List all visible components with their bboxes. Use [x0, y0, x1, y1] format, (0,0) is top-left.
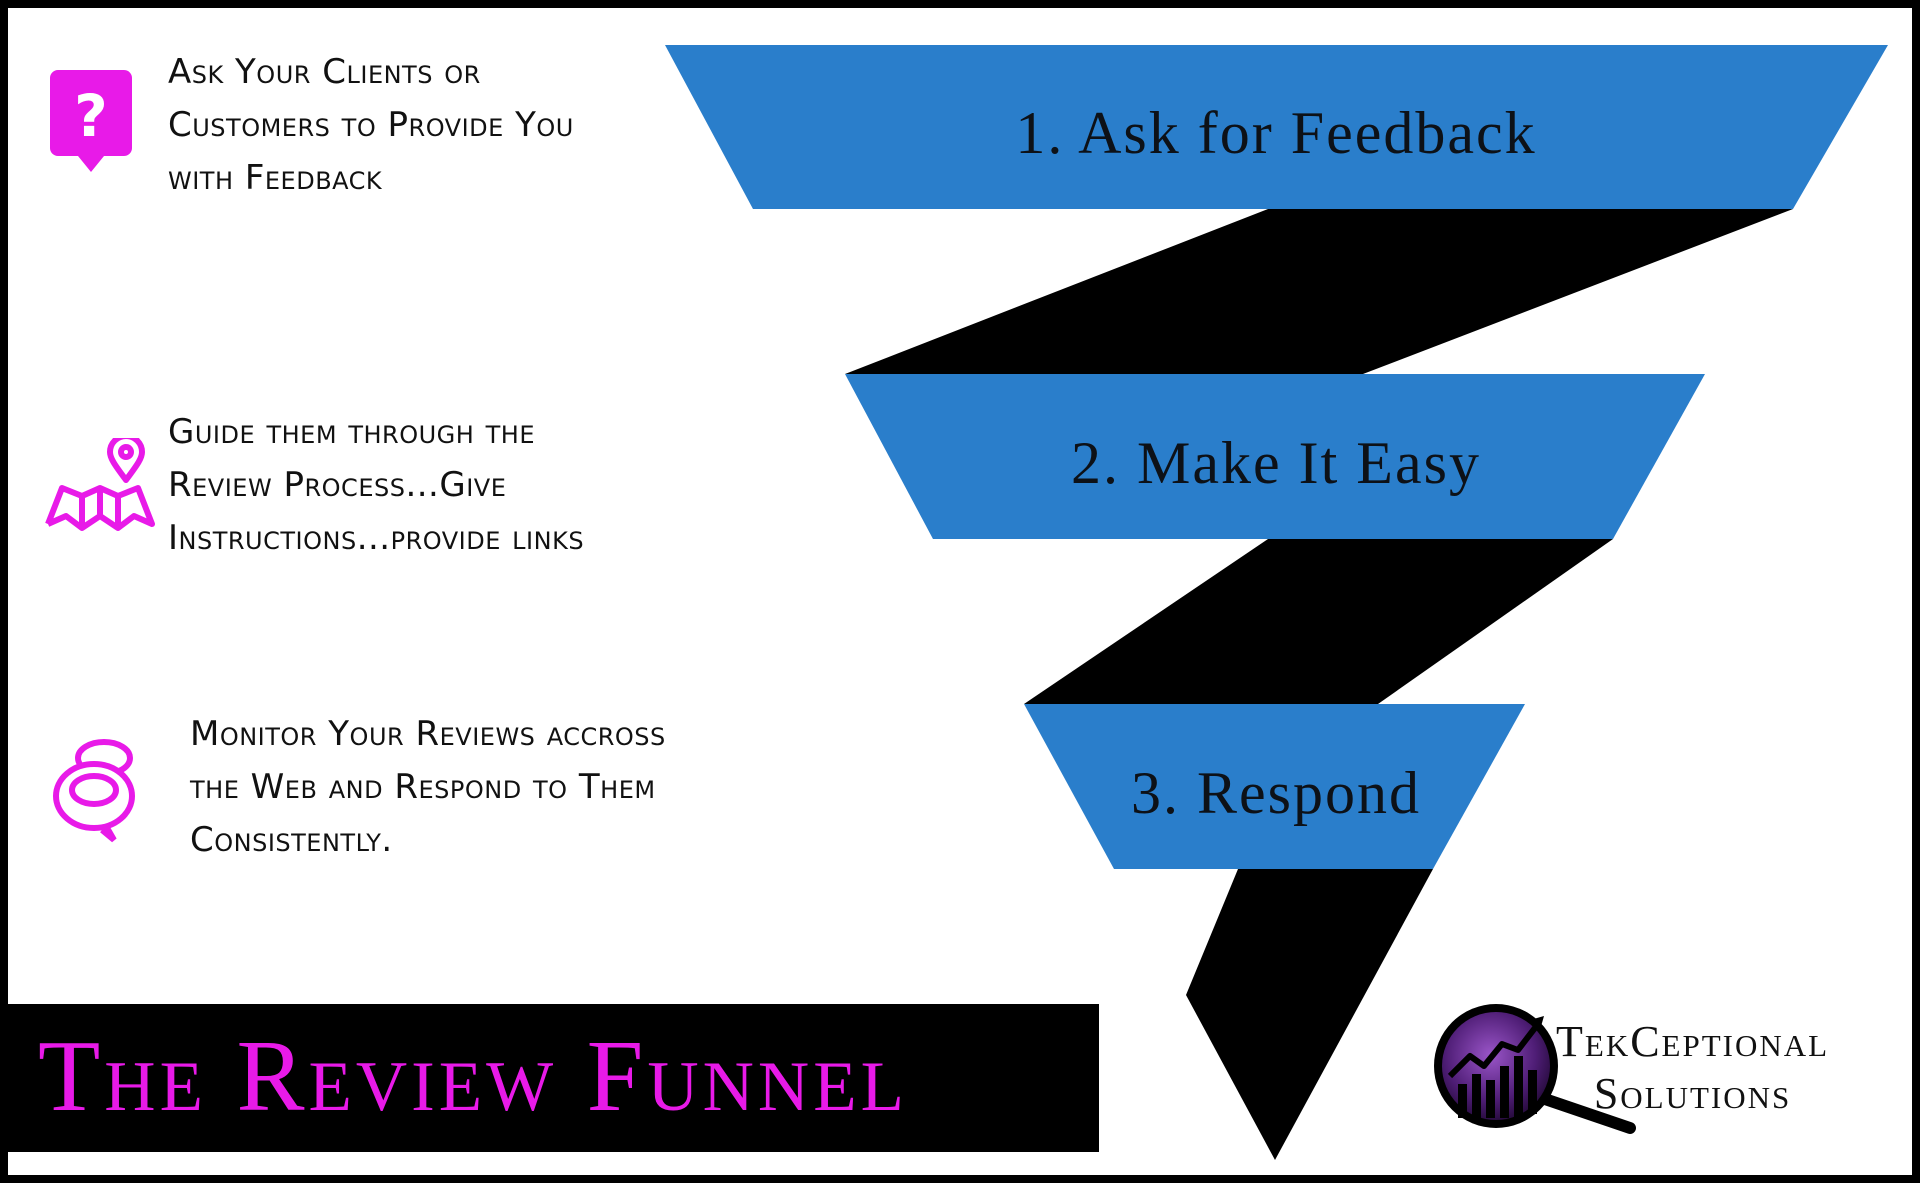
- title-band: The Review Funnel: [8, 1004, 1099, 1152]
- chat-bubbles-icon: [53, 739, 135, 843]
- question-bubble-icon: ?: [50, 70, 132, 172]
- item-monitor-line-2: the Web and Respond to Them: [190, 767, 656, 807]
- page-title: The Review Funnel: [38, 1020, 908, 1133]
- item-ask-line-1: Ask Your Clients or: [168, 52, 481, 92]
- brand-line-2: Solutions: [1593, 1069, 1792, 1118]
- magnifier-chart-logo-icon: [1434, 1004, 1636, 1134]
- map-pin-icon: [45, 438, 155, 531]
- review-funnel: 1. Ask for Feedback 2. Make It Easy 3. R…: [665, 45, 1888, 1160]
- step-label-3: 3. Respond: [1131, 760, 1421, 826]
- canvas: 1. Ask for Feedback 2. Make It Easy 3. R…: [8, 8, 1912, 1175]
- item-monitor-line-3: Consistently.: [190, 820, 393, 860]
- funnel-connector-1: [845, 209, 1793, 374]
- funnel-band-3: [1024, 704, 1525, 869]
- svg-text:?: ?: [74, 82, 108, 150]
- item-monitor-line-1: Monitor Your Reviews accross: [190, 714, 666, 754]
- funnel-band-2: [845, 374, 1705, 539]
- item-ask-line-3: with Feedback: [168, 158, 383, 198]
- brand-line-1: TekCeptional: [1556, 1017, 1830, 1066]
- funnel-connector-3: [1186, 869, 1433, 1160]
- item-guide-line-2: Review Process...Give: [168, 465, 507, 505]
- step-label-2: 2. Make It Easy: [1071, 430, 1481, 496]
- item-ask: Ask Your Clients or Customers to Provide…: [168, 46, 574, 205]
- item-guide: Guide them through the Review Process...…: [168, 406, 584, 565]
- funnel-connector-2: [1024, 539, 1613, 704]
- brand-name: TekCeptional Solutions: [1556, 1016, 1829, 1120]
- item-monitor: Monitor Your Reviews accross the Web and…: [190, 708, 666, 867]
- item-guide-line-1: Guide them through the: [168, 412, 535, 452]
- item-guide-line-3: Instructions...provide links: [168, 518, 585, 558]
- step-label-1: 1. Ask for Feedback: [1015, 100, 1536, 166]
- item-ask-line-2: Customers to Provide You: [168, 105, 574, 145]
- funnel-band-1: [665, 45, 1888, 209]
